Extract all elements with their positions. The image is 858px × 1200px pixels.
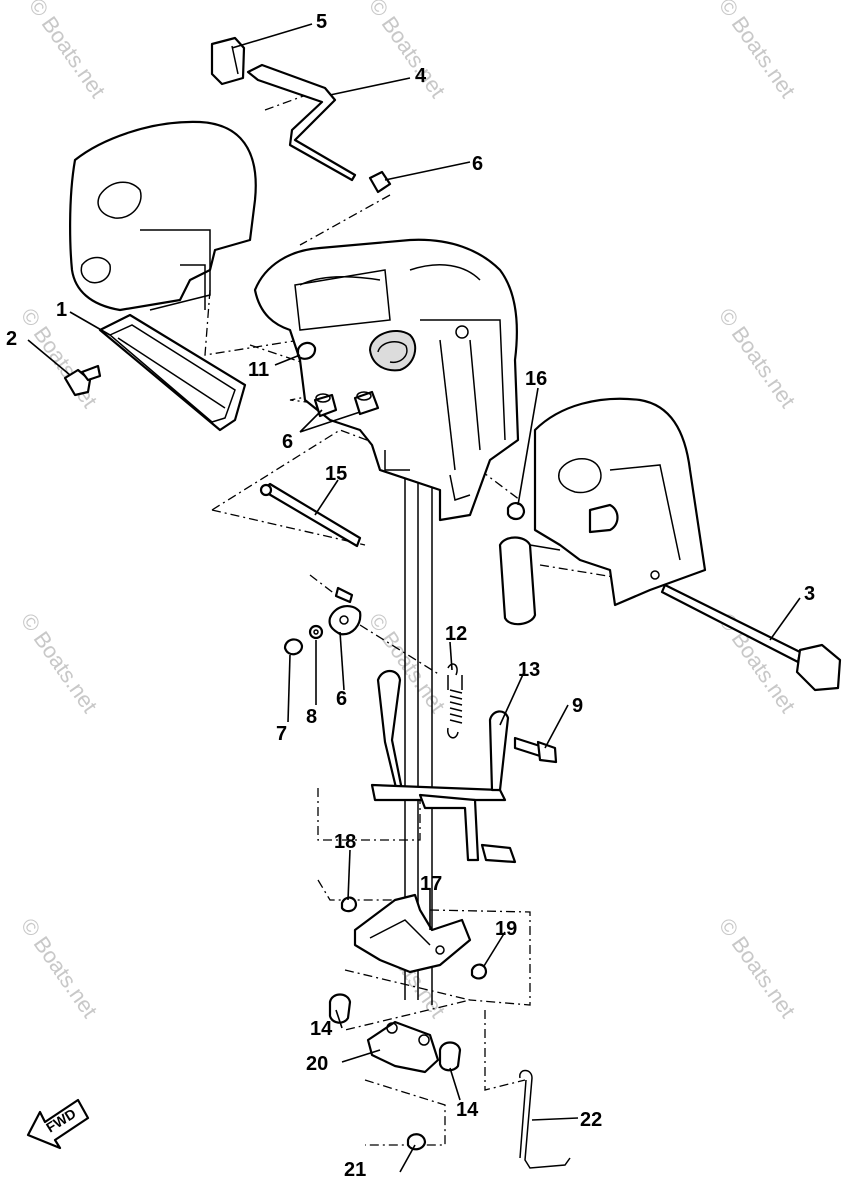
leader-lines <box>27 23 801 1173</box>
part-19-clip <box>470 963 488 980</box>
part-4-lever <box>246 63 357 182</box>
callout-7: 6 <box>336 688 347 710</box>
callout-11: 11 <box>248 359 269 381</box>
part-3-rod <box>660 583 842 692</box>
callout-14: 14 <box>456 1099 479 1121</box>
shift-lever-assembly <box>370 669 517 864</box>
callout-labels: 5 4 6 1 2 11 6 16 15 3 12 13 9 6 8 7 18 … <box>6 11 815 1181</box>
watermark: © Boats.net <box>364 0 451 102</box>
callout-10: 9 <box>572 695 583 717</box>
part-15-pin <box>259 482 362 548</box>
left-clamp-bracket <box>69 120 257 312</box>
callout-13: 13 <box>518 659 540 681</box>
callout-17: 17 <box>420 873 442 895</box>
part-22-rod <box>519 1069 571 1169</box>
callout-18: 18 <box>334 831 356 853</box>
callout-3: 3 <box>804 583 815 605</box>
part-10-bolt <box>513 736 558 764</box>
callout-6: 6 <box>472 153 483 175</box>
part-7-cam <box>328 604 362 636</box>
callout-21: 21 <box>344 1159 366 1181</box>
part-14-bushing-right <box>438 1041 462 1072</box>
callout-22: 22 <box>580 1109 602 1131</box>
watermark: © Boats.net <box>714 304 801 413</box>
part-14-bushing-left <box>328 993 352 1024</box>
callout-2: 2 <box>6 328 17 350</box>
part-12-spring <box>447 663 463 739</box>
part-6-bushing-right <box>353 390 380 416</box>
callout-12: 12 <box>445 623 467 645</box>
callout-5: 5 <box>316 11 327 33</box>
forward-direction-arrow: FWD <box>26 1098 90 1150</box>
right-clamp-bracket <box>498 397 707 626</box>
part-16-clip <box>506 502 526 521</box>
callout-14: 14 <box>310 1018 333 1040</box>
watermark: © Boats.net <box>16 914 103 1023</box>
callout-8: 7 <box>276 723 287 745</box>
part-20-plate <box>366 1020 440 1074</box>
small-pin <box>334 586 354 604</box>
part-21-clip <box>406 1133 427 1151</box>
part-1-plate <box>98 313 247 432</box>
watermark: © Boats.net <box>714 914 801 1023</box>
swivel-bracket <box>253 238 520 522</box>
callout-4: 4 <box>415 65 427 87</box>
callout-15: 15 <box>325 463 347 485</box>
part-17-bracket <box>353 893 472 974</box>
callout-1: 1 <box>56 299 67 321</box>
part-8-screw <box>283 638 304 656</box>
part-9-washer <box>308 624 324 640</box>
watermark: © Boats.net <box>364 609 451 718</box>
callout-6: 6 <box>282 431 293 453</box>
watermark: © Boats.net <box>24 0 111 102</box>
callout-19: 19 <box>495 918 517 940</box>
callout-9: 8 <box>306 706 317 728</box>
watermark: © Boats.net <box>714 0 801 102</box>
watermark: © Boats.net <box>16 609 103 718</box>
part-18-clip <box>340 896 358 913</box>
callout-20: 20 <box>306 1053 328 1075</box>
callout-16: 16 <box>525 368 547 390</box>
part-5-grip <box>210 36 246 86</box>
part-6-bushing-upper <box>368 170 392 194</box>
part-11-clip <box>296 341 317 360</box>
part-2-bolt <box>63 364 102 397</box>
